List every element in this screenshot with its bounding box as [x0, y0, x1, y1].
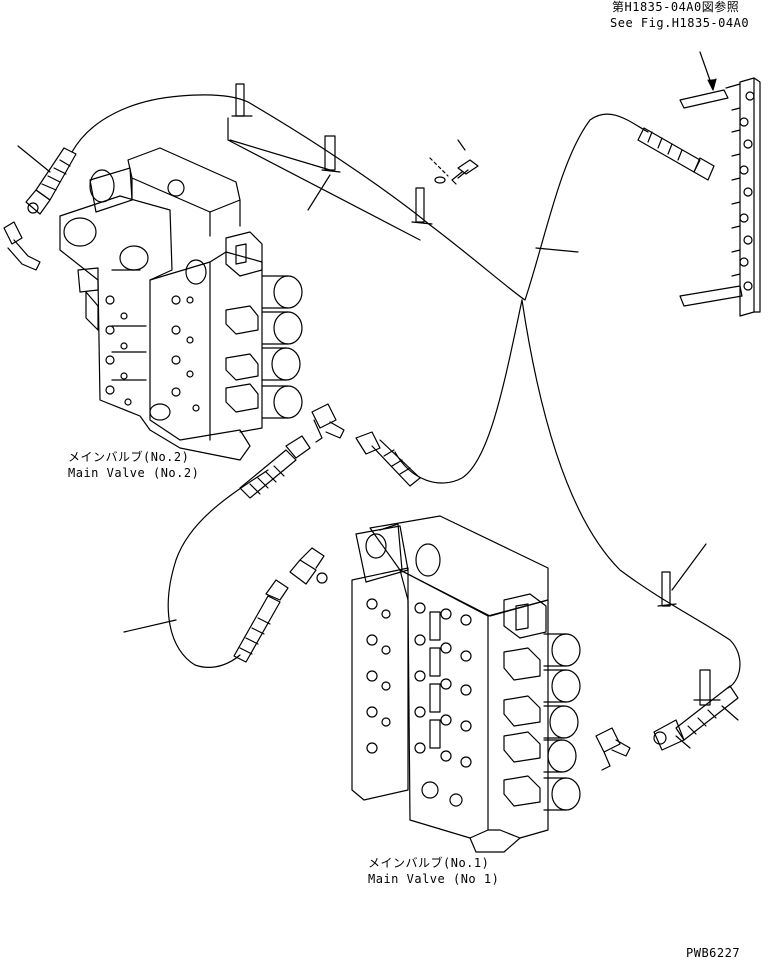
- hose-callout-lower-left: [123, 619, 177, 633]
- bolt: [451, 159, 479, 185]
- clamp-bracket-1: [231, 83, 253, 117]
- reference-note-jp: 第H1835-04A0図参照: [612, 0, 740, 14]
- fitting-callout-left: [17, 145, 51, 173]
- reference-note-en: See Fig.H1835-04A0: [610, 16, 750, 30]
- clamp-leader: [227, 117, 421, 241]
- valve-no2-label-en: Main Valve (No.2): [68, 466, 200, 480]
- washer: [434, 176, 446, 184]
- drawing-code: PWB6227: [686, 946, 741, 960]
- hose-fitting-lower-right: [653, 685, 739, 751]
- hose-upper-left: [71, 94, 249, 153]
- hose-upper-right: [247, 101, 649, 301]
- reference-arrow: [707, 78, 717, 91]
- tee-fitting: [311, 403, 345, 443]
- elbow-fitting-right: [595, 727, 631, 771]
- clamp-callout-lower: [671, 543, 707, 591]
- clamp-bracket-lower-1: [657, 571, 677, 607]
- manifold-block: [679, 77, 761, 317]
- clamp-callout: [307, 174, 331, 211]
- clamp-bracket-lower-2: [693, 669, 721, 706]
- hose-fitting-mid-center: [355, 431, 421, 487]
- valve-no2-label-jp: メインバルブ(No.2): [68, 450, 190, 464]
- hose-fitting-lower-left: [233, 579, 289, 663]
- elbow-fitting-left: [3, 221, 41, 271]
- hose-fitting-left-top: [25, 147, 77, 215]
- hose-callout-center: [535, 247, 579, 253]
- valve-no1-label-en: Main Valve (No 1): [368, 872, 500, 886]
- hose-right-long: [521, 299, 741, 689]
- hose-center: [394, 299, 523, 484]
- bolt-leader: [429, 157, 449, 177]
- clamp-bracket-3: [411, 187, 433, 225]
- hose-fitting-mid-left: [239, 435, 311, 499]
- main-valve-no1: [351, 515, 581, 853]
- hose-fitting-top-right: [637, 127, 715, 181]
- bolt-callout: [457, 139, 466, 151]
- hose-callout-right: [675, 735, 691, 749]
- hose-callout-right-2: [721, 705, 739, 721]
- valve-no1-label-jp: メインバルブ(No.1): [368, 856, 490, 870]
- elbow-fitting-lower: [289, 547, 328, 585]
- main-valve-no2: [59, 147, 303, 461]
- hose-left-loop: [167, 469, 269, 668]
- clamp-bracket-2: [321, 135, 341, 173]
